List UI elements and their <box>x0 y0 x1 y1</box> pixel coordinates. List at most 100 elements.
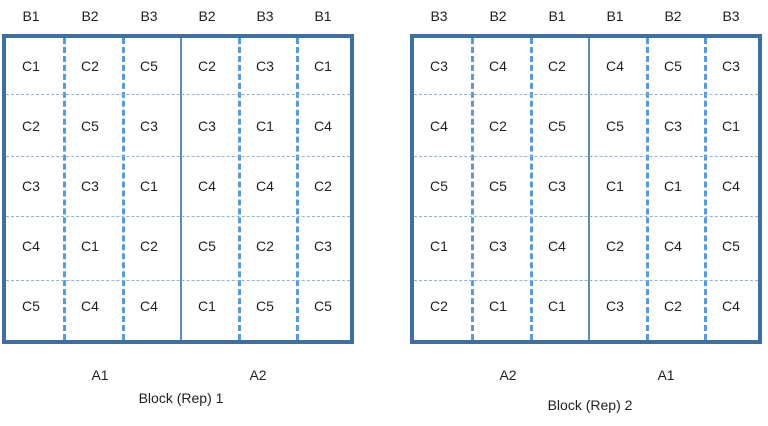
plot-cell: C2 <box>11 116 51 136</box>
block-grid <box>2 34 354 344</box>
plot-cell: C3 <box>478 236 518 256</box>
plot-cell: C1 <box>245 116 285 136</box>
column-header-b: B2 <box>198 8 216 24</box>
a-split-line <box>180 38 182 340</box>
block-grid <box>410 34 762 344</box>
plot-cell: C4 <box>711 296 751 316</box>
plot-cell: C5 <box>478 176 518 196</box>
plot-cell: C3 <box>129 116 169 136</box>
plot-cell: C2 <box>653 296 693 316</box>
a-level-label: A1 <box>91 367 109 383</box>
plot-cell: C2 <box>595 236 635 256</box>
a-level-label: A2 <box>249 367 267 383</box>
column-header-b: B3 <box>140 8 158 24</box>
plot-cell: C4 <box>129 296 169 316</box>
column-header-b: B1 <box>314 8 332 24</box>
plot-cell: C4 <box>595 56 635 76</box>
plot-cell: C1 <box>303 56 343 76</box>
plot-cell: C2 <box>245 236 285 256</box>
row-dashed-line <box>6 156 350 157</box>
plot-cell: C4 <box>70 296 110 316</box>
plot-cell: C5 <box>11 296 51 316</box>
plot-cell: C4 <box>11 236 51 256</box>
b-dashed-line <box>122 38 125 340</box>
column-header-b: B2 <box>81 8 99 24</box>
plot-cell: C1 <box>653 176 693 196</box>
column-header-b: B1 <box>22 8 40 24</box>
block-caption: Block (Rep) 1 <box>138 390 224 406</box>
block-caption: Block (Rep) 2 <box>547 397 633 413</box>
plot-cell: C3 <box>70 176 110 196</box>
plot-cell: C1 <box>711 116 751 136</box>
plot-cell: C4 <box>537 236 577 256</box>
plot-cell: C1 <box>478 296 518 316</box>
plot-cell: C1 <box>419 236 459 256</box>
plot-cell: C1 <box>595 176 635 196</box>
a-level-label: A1 <box>657 367 675 383</box>
plot-cell: C5 <box>245 296 285 316</box>
plot-cell: C4 <box>711 176 751 196</box>
column-header-b: B3 <box>722 8 740 24</box>
plot-cell: C3 <box>419 56 459 76</box>
plot-cell: C5 <box>595 116 635 136</box>
plot-cell: C1 <box>537 296 577 316</box>
row-dashed-line <box>6 94 350 95</box>
plot-cell: C5 <box>70 116 110 136</box>
row-dashed-line <box>6 280 350 281</box>
plot-cell: C5 <box>711 236 751 256</box>
b-dashed-line <box>646 38 649 340</box>
plot-cell: C3 <box>11 176 51 196</box>
b-dashed-line <box>63 38 66 340</box>
b-dashed-line <box>238 38 241 340</box>
plot-cell: C3 <box>653 116 693 136</box>
plot-cell: C2 <box>419 296 459 316</box>
plot-cell: C4 <box>419 116 459 136</box>
plot-cell: C4 <box>478 56 518 76</box>
plot-cell: C2 <box>187 56 227 76</box>
a-level-label: A2 <box>499 367 517 383</box>
row-dashed-line <box>6 216 350 217</box>
plot-cell: C5 <box>537 116 577 136</box>
column-header-b: B3 <box>430 8 448 24</box>
plot-cell: C5 <box>129 56 169 76</box>
row-dashed-line <box>414 94 758 95</box>
plot-cell: C4 <box>245 176 285 196</box>
column-header-b: B1 <box>606 8 624 24</box>
b-dashed-line <box>471 38 474 340</box>
plot-cell: C2 <box>129 236 169 256</box>
plot-cell: C3 <box>187 116 227 136</box>
plot-cell: C4 <box>187 176 227 196</box>
plot-cell: C2 <box>303 176 343 196</box>
plot-cell: C5 <box>303 296 343 316</box>
column-header-b: B2 <box>664 8 682 24</box>
row-dashed-line <box>414 280 758 281</box>
plot-cell: C3 <box>537 176 577 196</box>
b-dashed-line <box>530 38 533 340</box>
plot-cell: C1 <box>187 296 227 316</box>
plot-cell: C4 <box>303 116 343 136</box>
plot-cell: C2 <box>478 116 518 136</box>
plot-cell: C4 <box>653 236 693 256</box>
column-header-b: B3 <box>256 8 274 24</box>
plot-cell: C3 <box>245 56 285 76</box>
plot-cell: C5 <box>187 236 227 256</box>
plot-cell: C3 <box>303 236 343 256</box>
b-dashed-line <box>704 38 707 340</box>
b-dashed-line <box>296 38 299 340</box>
plot-cell: C5 <box>653 56 693 76</box>
row-dashed-line <box>414 216 758 217</box>
plot-cell: C3 <box>595 296 635 316</box>
column-header-b: B1 <box>548 8 566 24</box>
row-dashed-line <box>414 156 758 157</box>
plot-cell: C1 <box>70 236 110 256</box>
plot-cell: C3 <box>711 56 751 76</box>
plot-cell: C2 <box>70 56 110 76</box>
a-split-line <box>588 38 590 340</box>
column-header-b: B2 <box>489 8 507 24</box>
plot-cell: C2 <box>537 56 577 76</box>
plot-cell: C5 <box>419 176 459 196</box>
plot-cell: C1 <box>129 176 169 196</box>
plot-cell: C1 <box>11 56 51 76</box>
